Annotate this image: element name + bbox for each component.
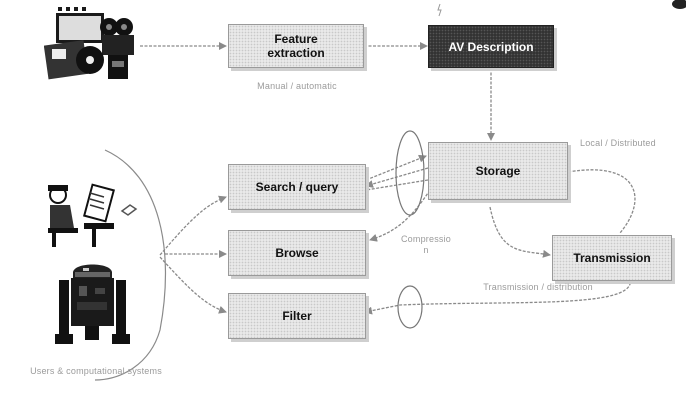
search-query-label: Search / query xyxy=(255,180,339,194)
storage-box: Storage xyxy=(428,142,568,200)
arrow-storage-to-search-1 xyxy=(365,167,429,188)
users-note: Users & computational systems xyxy=(30,366,162,376)
arrow-users-to-filter xyxy=(159,256,227,314)
robot-icon xyxy=(55,262,130,347)
arrow-transmission-to-filter xyxy=(364,273,631,315)
transmission-box: Transmission xyxy=(552,235,672,281)
arrow-users-to-search xyxy=(159,195,227,256)
arrow-storage-to-search-2 xyxy=(365,179,429,191)
av-description-label: AV Description xyxy=(448,39,534,54)
users-ellipse xyxy=(94,149,167,381)
arrow-storage-to-browse xyxy=(369,189,431,242)
filter-box: Filter xyxy=(228,293,366,339)
arrow-storage-right-loop xyxy=(567,169,636,234)
compression-ellipse-top xyxy=(395,130,425,216)
corner-blob-icon xyxy=(672,0,686,9)
av-description-box: AV Description xyxy=(428,25,554,68)
storage-label: Storage xyxy=(475,164,521,178)
search-query-box: Search / query xyxy=(228,164,366,210)
feature-extraction-label: Feature extraction xyxy=(267,32,325,60)
compression-note: Compression xyxy=(400,234,451,255)
feature-extraction-note: Manual / automatic xyxy=(257,81,337,91)
transmission-note: Transmission / distribution xyxy=(483,282,593,292)
user-computer-icon xyxy=(40,183,140,248)
storage-note: Local / Distributed xyxy=(580,138,656,148)
browse-label: Browse xyxy=(275,246,319,260)
feature-extraction-box: Feature extraction xyxy=(228,24,364,68)
filter-label: Filter xyxy=(282,309,312,323)
media-icon xyxy=(43,5,140,81)
spark-icon xyxy=(437,3,442,17)
browse-box: Browse xyxy=(228,230,366,276)
compression-ellipse-bottom xyxy=(397,285,423,329)
arrow-storage-to-transmission xyxy=(489,206,551,258)
transmission-label: Transmission xyxy=(573,251,651,265)
